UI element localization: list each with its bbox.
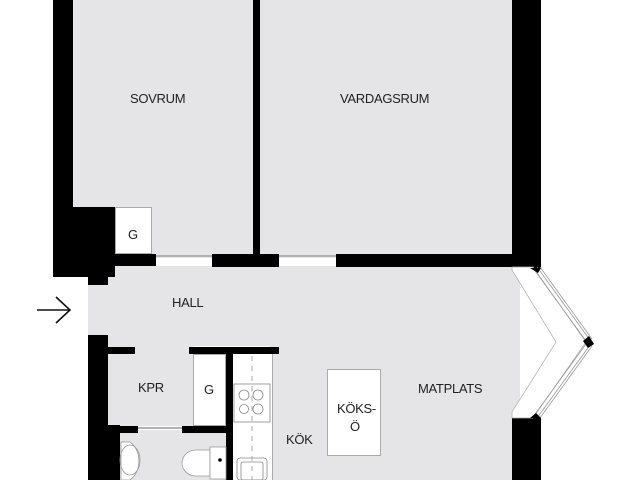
closet-hall-label: G (204, 382, 214, 397)
bay-window-post (583, 336, 594, 348)
room-label-sovrum: SOVRUM (130, 91, 186, 106)
vardagsrum-floor (260, 0, 512, 258)
wall-bath-left (100, 425, 120, 480)
room-label-hall: HALL (172, 295, 204, 310)
wall-kpr-top-left (108, 347, 135, 354)
wall-right-exterior-bottom (512, 418, 541, 480)
arrow-right-icon (37, 296, 72, 324)
wall-hall-top-b (212, 254, 279, 267)
wall-bedroom-living-divider (253, 0, 260, 266)
kpr-floor (108, 346, 193, 426)
matplats-floor (270, 266, 520, 480)
door-vardagsrum[interactable] (279, 255, 336, 257)
kitchen-counter (233, 354, 273, 480)
wall-hall-top-a (108, 254, 156, 266)
bathroom-floor (120, 430, 228, 480)
room-label-vardagsrum: VARDAGSRUM (340, 91, 430, 106)
wall-kpr-bottom-left (108, 426, 138, 433)
wall-kpr-bottom-right (182, 426, 226, 433)
wall-kpr-top-right (189, 347, 279, 354)
closet-sovrum-label: G (128, 227, 138, 242)
closet-sovrum: G (115, 207, 152, 254)
bay-window-glass (532, 266, 593, 419)
bay-window-post-top (530, 268, 541, 273)
room-label-kpr: KPR (138, 380, 164, 395)
door-bathroom[interactable] (138, 427, 182, 429)
closet-hall: G (193, 354, 226, 426)
door-sovrum[interactable] (156, 255, 212, 257)
wall-right-exterior-top (512, 0, 541, 268)
island-label-line1: KÖKS- (337, 401, 376, 416)
room-label-matplats: MATPLATS (418, 381, 483, 396)
wall-hall-top-c (336, 254, 536, 267)
island-label-line2: Ö (350, 419, 360, 434)
room-label-kok: KÖK (286, 432, 313, 447)
bay-window-alcove (511, 266, 587, 419)
wall-kitchen-left (226, 354, 233, 480)
kitchen-island: KÖKS- Ö (327, 369, 381, 456)
wall-corner-notch (88, 265, 108, 285)
